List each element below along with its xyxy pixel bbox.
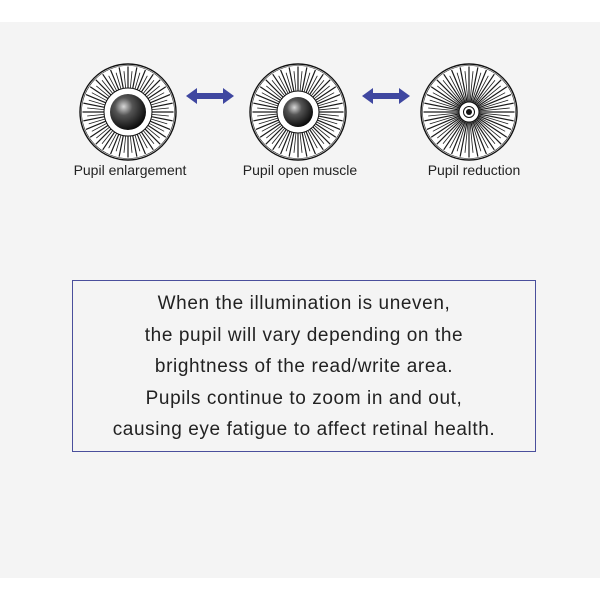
eye-normal-pupil-icon xyxy=(248,62,348,162)
description-line: the pupil will vary depending on the xyxy=(144,324,464,346)
double-arrow-graphic xyxy=(362,88,410,104)
diagram-panel: Pupil enlargement Pupil open muscle Pupi… xyxy=(0,22,600,578)
description-line: causing eye fatigue to affect retinal he… xyxy=(112,419,496,440)
iris-pupil-small-graphic xyxy=(420,63,518,161)
description-box: When the illumination is uneven, the pup… xyxy=(72,280,536,452)
description-line: When the illumination is uneven, xyxy=(157,293,451,314)
stage-label-reduction: Pupil reduction xyxy=(427,162,521,178)
double-arrow-graphic xyxy=(186,88,234,104)
iris-pupil-medium-graphic xyxy=(249,63,347,161)
eye-enlarged-pupil-icon xyxy=(78,62,178,162)
description-line: brightness of the read/write area. xyxy=(154,356,454,377)
iris-pupil-large-graphic xyxy=(79,63,177,161)
eye-reduced-pupil-icon xyxy=(419,62,519,162)
stage-label-enlargement: Pupil enlargement xyxy=(73,162,187,178)
double-arrow-icon xyxy=(186,88,234,104)
description-line: Pupils continue to zoom in and out, xyxy=(145,387,463,409)
stage-label-open-muscle: Pupil open muscle xyxy=(242,162,358,178)
double-arrow-icon xyxy=(362,88,410,104)
